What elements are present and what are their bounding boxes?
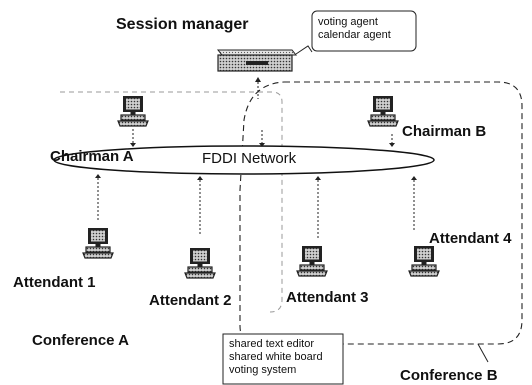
chairman-a-computer-icon (117, 95, 149, 127)
callout-line-shared-text-editor: shared text editor (229, 338, 314, 350)
attendant-2-label: Attendant 2 (149, 292, 232, 309)
callout-line-voting-agent: voting agent (318, 16, 378, 28)
attendant-3-computer-icon (296, 245, 328, 277)
callout-line-calendar-agent: calendar agent (318, 29, 391, 41)
conference-b-callout-box (222, 333, 344, 385)
attendant-3-label: Attendant 3 (286, 289, 369, 306)
session-manager-callout-box (311, 10, 417, 52)
chairman-b-computer-icon (367, 95, 399, 127)
chairman-b-label: Chairman B (402, 123, 487, 140)
callout-line-shared-white-board: shared white board (229, 351, 323, 363)
conference-b-label: Conference B (400, 367, 498, 384)
attendant-4-computer-icon (408, 245, 440, 277)
fddi-network-ring (53, 145, 435, 175)
session-manager-label: Session manager (116, 16, 249, 33)
session-manager-callout-tail (295, 45, 313, 55)
chairman-a-label: Chairman A (50, 148, 134, 165)
conference-a-label: Conference A (32, 332, 129, 349)
attendant-4-label: Attendant 4 (429, 230, 512, 247)
session-manager-server-icon (216, 49, 298, 72)
fddi-network-label: FDDI Network (202, 150, 297, 167)
session-manager-callout: voting agent calendar agent (318, 16, 391, 42)
attendant-2-computer-icon (184, 247, 216, 279)
attendant-1-label: Attendant 1 (13, 274, 96, 291)
attendant-1-computer-icon (82, 227, 114, 259)
conference-b-callout: shared text editor shared white board vo… (229, 338, 323, 377)
conference-a-boundary (60, 91, 283, 313)
callout-line-voting-system: voting system (229, 364, 297, 376)
